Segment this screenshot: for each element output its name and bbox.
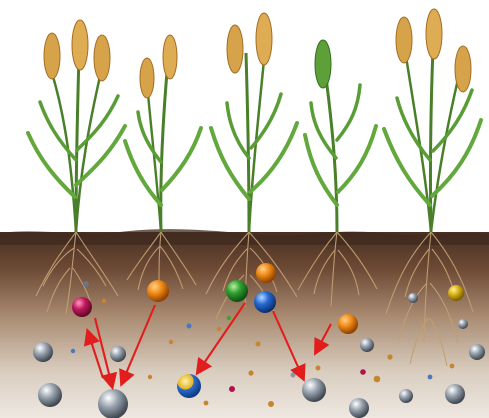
gray-sphere-2 xyxy=(110,346,126,362)
gray-sphere-1 xyxy=(33,342,53,362)
yellow-sphere xyxy=(448,285,464,301)
orange-sphere-3 xyxy=(338,314,358,334)
blue-sphere xyxy=(254,291,276,313)
blue-yellow-sphere xyxy=(177,374,201,398)
gray-sphere-6 xyxy=(349,398,369,418)
plant-5 xyxy=(384,9,481,232)
magenta-sphere xyxy=(72,297,92,317)
green-sphere xyxy=(226,280,248,302)
orange-sphere xyxy=(147,280,169,302)
plant-1 xyxy=(28,20,125,232)
gray-sphere-10 xyxy=(458,319,468,329)
plant-2 xyxy=(125,35,201,232)
plant-4 xyxy=(305,40,376,232)
orange-sphere-2 xyxy=(256,263,276,283)
gray-sphere-11 xyxy=(408,293,418,303)
plants-group xyxy=(28,9,481,232)
gray-sphere-7 xyxy=(399,389,413,403)
gray-sphere-4 xyxy=(98,389,128,418)
gray-sphere-9 xyxy=(469,344,485,360)
plant-3 xyxy=(211,13,297,232)
gray-sphere-5 xyxy=(302,378,326,402)
gray-sphere-8 xyxy=(445,384,465,404)
gray-sphere-12 xyxy=(360,338,374,352)
gray-sphere-3 xyxy=(38,383,62,407)
